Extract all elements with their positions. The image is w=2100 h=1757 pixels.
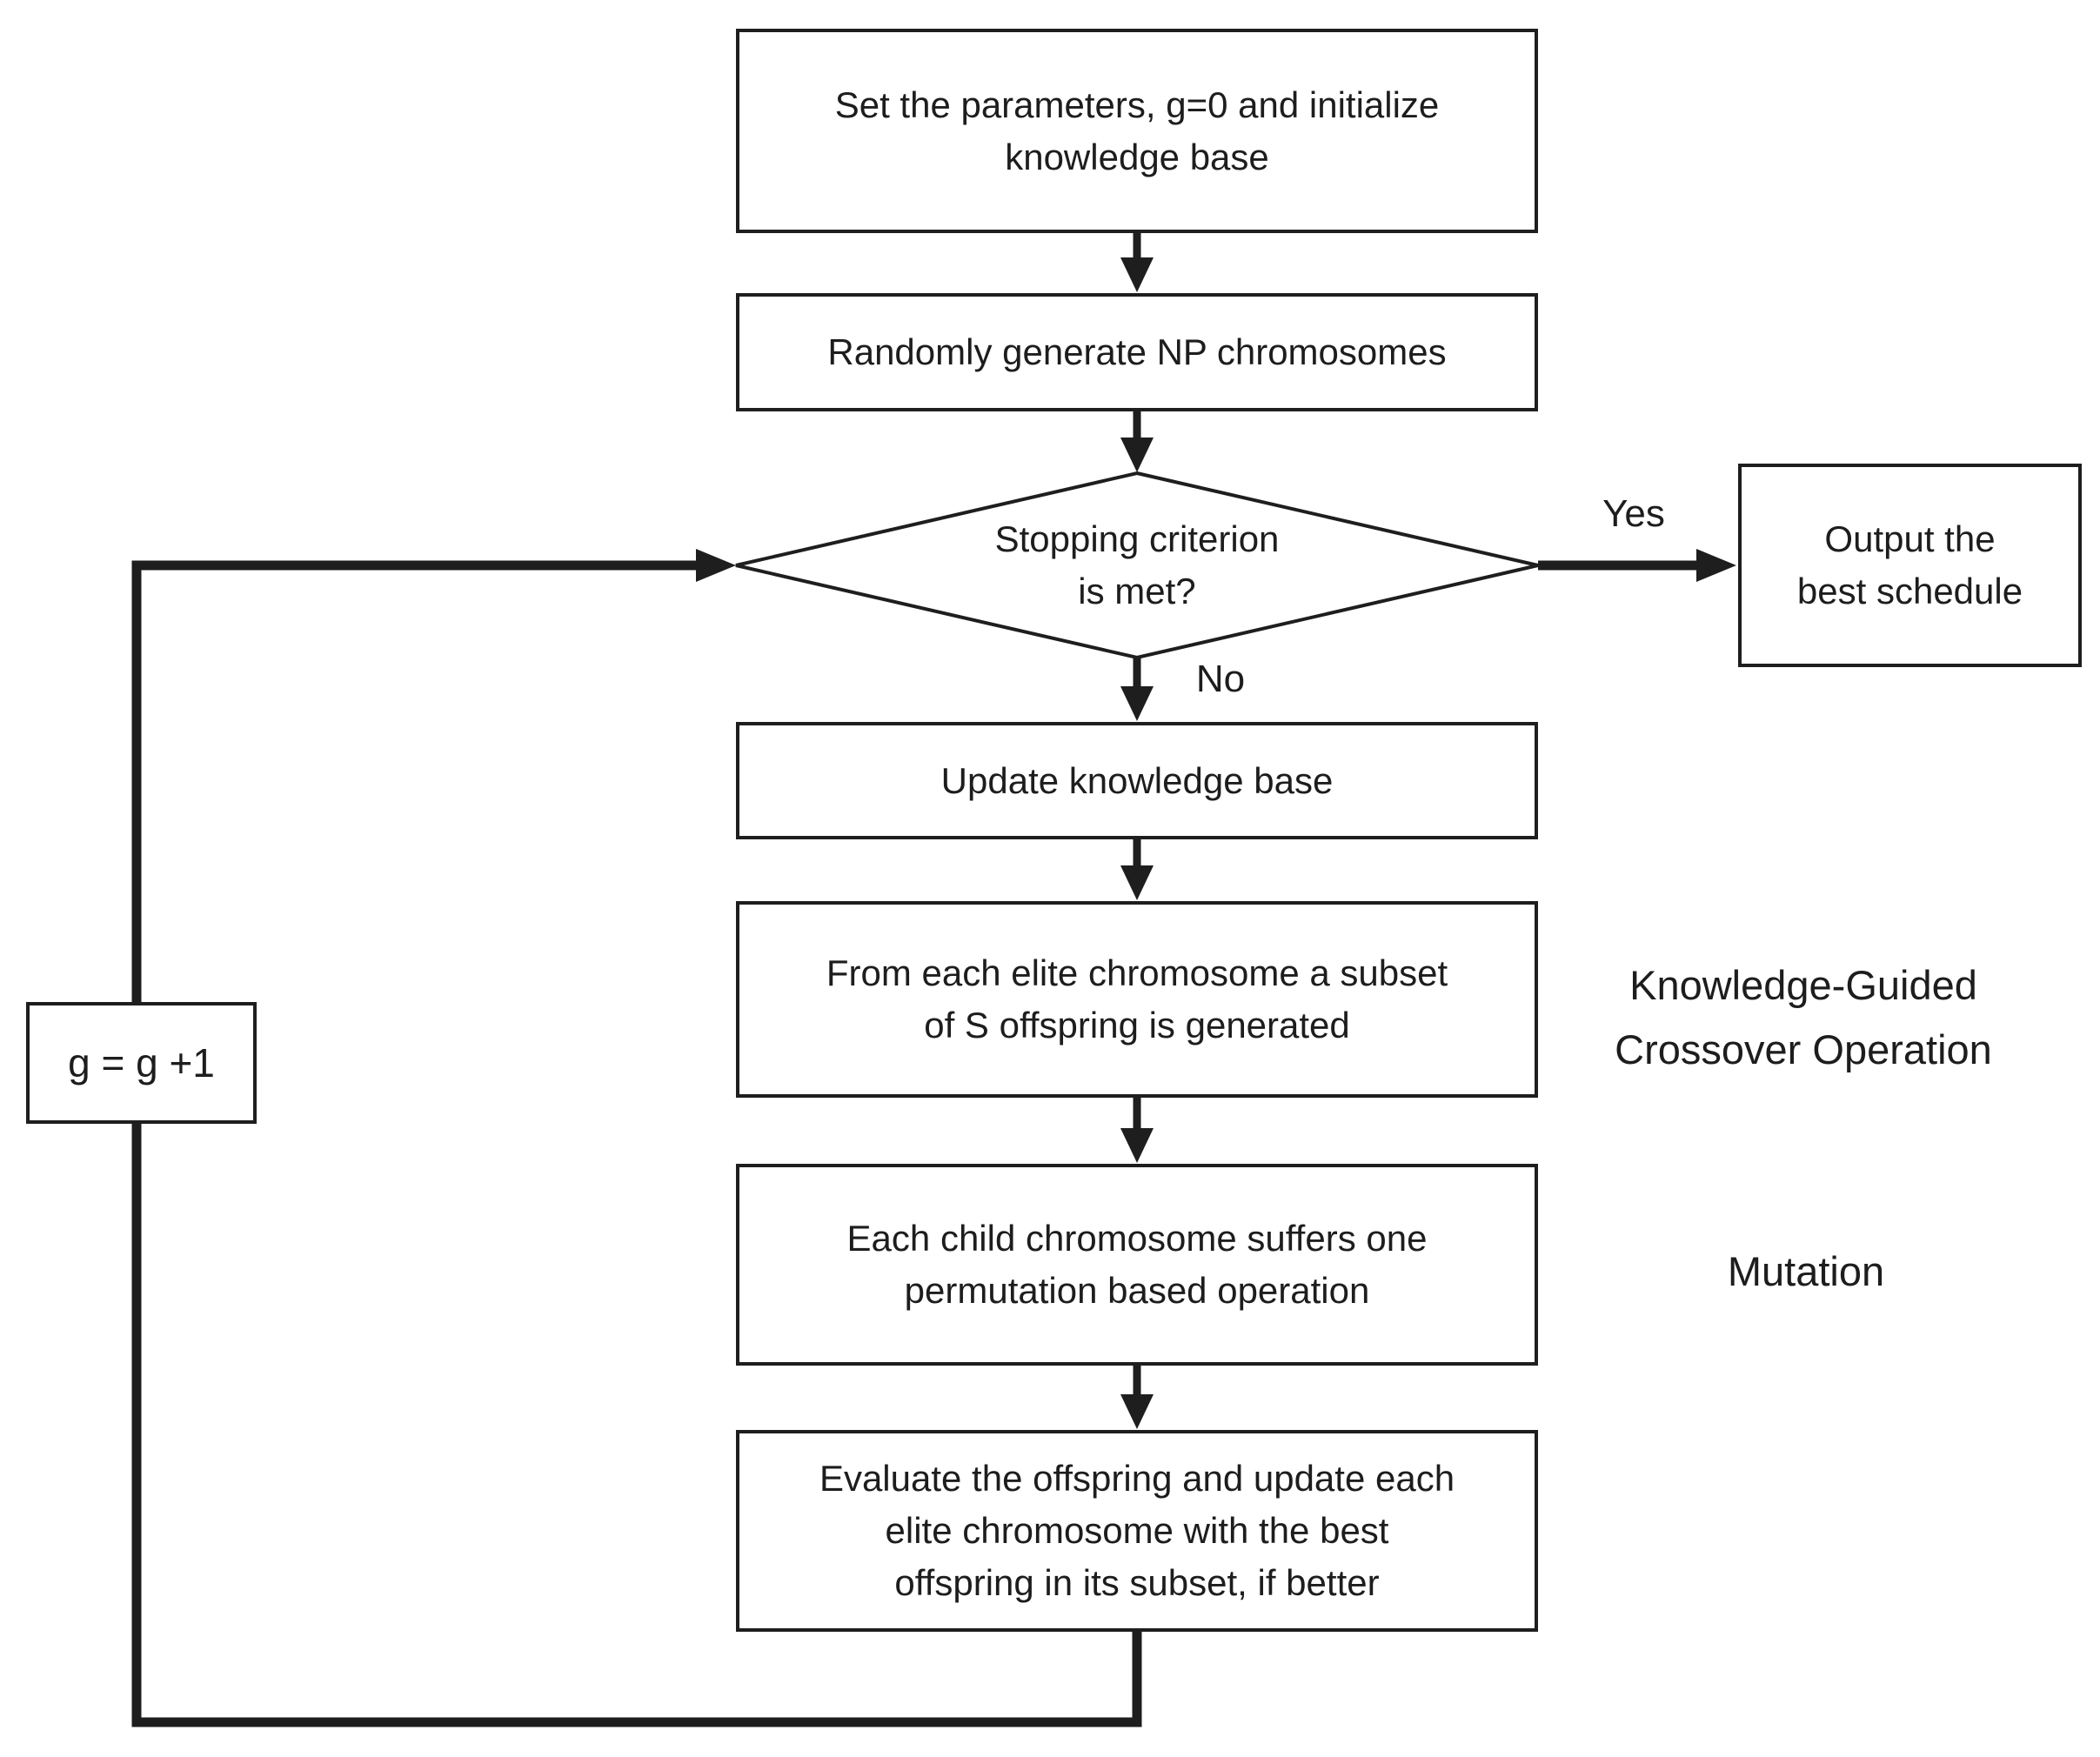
arrowhead-generate-decision-icon — [1120, 438, 1154, 472]
annotation-knowledge-guided-crossover: Knowledge-Guided Crossover Operation — [1615, 962, 1992, 1072]
node-permutation-operation: Each child chromosome suffers one permut… — [736, 1164, 1538, 1366]
yes-arrowhead-icon — [1696, 549, 1736, 582]
node-evaluate-offspring: Evaluate the offspring and update each e… — [736, 1430, 1538, 1632]
node-update-knowledge-base: Update knowledge base — [736, 722, 1538, 839]
arrowhead-init-generate-icon — [1120, 257, 1154, 292]
edge-label-yes: Yes — [1602, 492, 1665, 535]
loop-arrowhead-icon — [696, 549, 736, 582]
loop-line — [131, 560, 1142, 1727]
node-generate-chromosomes: Randomly generate NP chromosomes — [736, 293, 1538, 411]
arrowhead-crossover-mutation-icon — [1120, 1128, 1154, 1163]
edge-label-no: No — [1195, 658, 1246, 700]
node-generation-increment: g = g +1 — [26, 1002, 257, 1124]
annotation-mutation: Mutation — [1727, 1247, 1885, 1294]
node-output-best-schedule: Output the best schedule — [1738, 464, 2082, 667]
arrowhead-update-crossover-icon — [1120, 865, 1154, 900]
arrowhead-no-update-icon — [1120, 686, 1154, 721]
node-stopping-criterion-label: Stopping criterion is met? — [994, 518, 1280, 611]
node-elite-offspring-subset: From each elite chromosome a subset of S… — [736, 901, 1538, 1098]
node-set-parameters: Set the parameters, g=0 and initialize k… — [736, 29, 1538, 233]
arrowhead-mutation-evaluate-icon — [1120, 1394, 1154, 1429]
